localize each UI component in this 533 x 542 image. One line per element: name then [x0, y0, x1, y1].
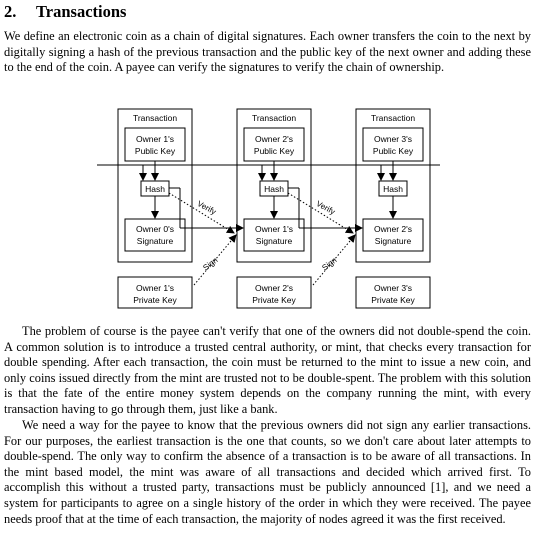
- section-heading: 2. Transactions: [4, 2, 126, 22]
- hash-label-1: Hash: [145, 184, 165, 194]
- hash-label-2: Hash: [264, 184, 284, 194]
- transaction-title-3: Transaction: [371, 113, 415, 123]
- private-key-box-3: [355, 276, 431, 309]
- signature-label-3: Signature: [375, 236, 412, 246]
- private-key-label-3: Private Key: [371, 295, 415, 305]
- verify-arrow-2: [287, 192, 354, 234]
- public-key-box-2: [243, 127, 305, 162]
- verify-label-1: Verify: [196, 199, 218, 216]
- paragraph-intro: We define an electronic coin as a chain …: [4, 29, 531, 75]
- signature-box-3: [362, 218, 424, 252]
- verify-arrow-1: [168, 192, 235, 234]
- public-key-label-3: Public Key: [373, 146, 414, 156]
- sign-arrow-2: [312, 234, 356, 286]
- transaction-title-2: Transaction: [252, 113, 296, 123]
- private-key-owner-2: Owner 2's: [255, 283, 293, 293]
- hash-label-3: Hash: [383, 184, 403, 194]
- public-key-owner-3: Owner 3's: [374, 134, 412, 144]
- verify-label-2: Verify: [315, 199, 337, 216]
- signature-box-2: [243, 218, 305, 252]
- private-key-label-2: Private Key: [252, 295, 296, 305]
- public-key-owner-1: Owner 1's: [136, 134, 174, 144]
- signature-owner-3: Owner 2's: [374, 224, 412, 234]
- public-key-label-2: Public Key: [254, 146, 295, 156]
- private-key-owner-1: Owner 1's: [136, 283, 174, 293]
- paragraph-problem: The problem of course is the payee can't…: [4, 324, 531, 416]
- transaction-box-1: [117, 108, 193, 263]
- signature-label-2: Signature: [256, 236, 293, 246]
- section-title: Transactions: [36, 2, 127, 21]
- private-key-label-1: Private Key: [133, 295, 177, 305]
- transaction-box-3: [355, 108, 431, 263]
- signature-label-1: Signature: [137, 236, 174, 246]
- transaction-box-2: [236, 108, 312, 263]
- paragraph-solution: We need a way for the payee to know that…: [4, 418, 531, 526]
- signature-owner-1: Owner 0's: [136, 224, 174, 234]
- public-key-owner-2: Owner 2's: [255, 134, 293, 144]
- sign-arrow-1: [193, 234, 237, 286]
- private-key-owner-3: Owner 3's: [374, 283, 412, 293]
- section-number: 2.: [4, 2, 17, 21]
- private-key-box-2: [236, 276, 312, 309]
- signature-owner-2: Owner 1's: [255, 224, 293, 234]
- transaction-title-1: Transaction: [133, 113, 177, 123]
- public-key-label-1: Public Key: [135, 146, 176, 156]
- public-key-box-3: [362, 127, 424, 162]
- private-key-box-1: [117, 276, 193, 309]
- public-key-box-1: [124, 127, 186, 162]
- signature-box-1: [124, 218, 186, 252]
